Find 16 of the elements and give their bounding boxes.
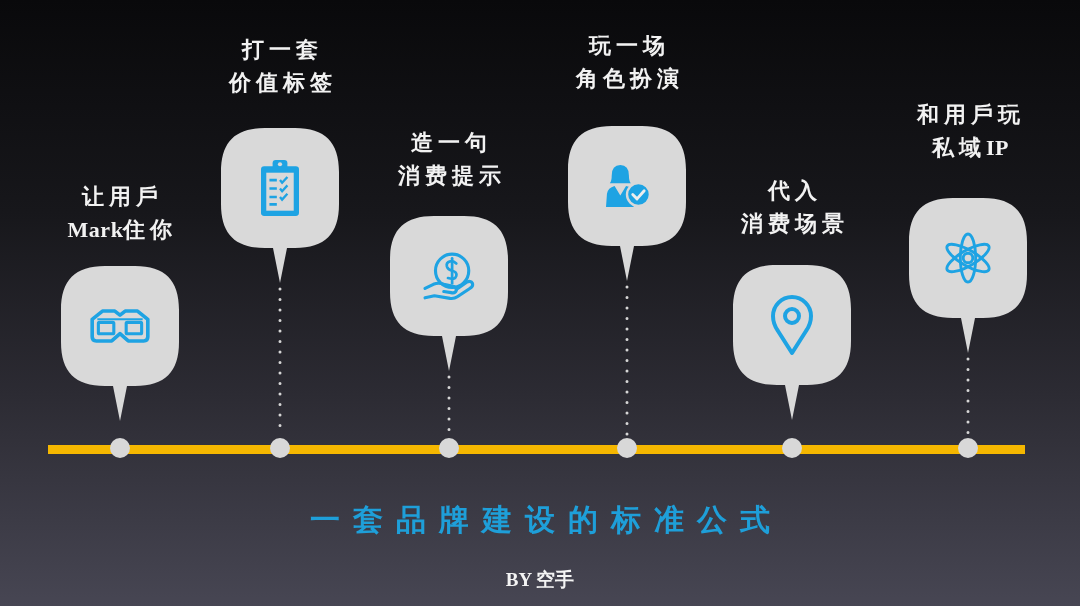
step-title: 造一句消费提示: [396, 129, 506, 190]
timeline-dot: [270, 438, 290, 458]
timeline-dot: [617, 438, 637, 458]
step-title: 玩一场角色扮演: [574, 32, 684, 93]
timeline-dot: [958, 438, 978, 458]
author-credit: BY 空手: [505, 568, 575, 592]
timeline-dot: [439, 438, 459, 458]
step-title: 代入消费场景: [739, 177, 849, 238]
step-title: 和用戶玩私域IP: [915, 101, 1025, 162]
timeline-dot: [110, 438, 130, 458]
dotted-connector: [625, 285, 629, 437]
step-title: 让用戶Mark住你: [66, 183, 178, 244]
diagram-title: 一套品牌建设的标准公式: [309, 502, 783, 538]
timeline-dot: [782, 438, 802, 458]
step-title: 打一套价值标签: [227, 36, 337, 97]
dotted-connector: [966, 357, 970, 437]
